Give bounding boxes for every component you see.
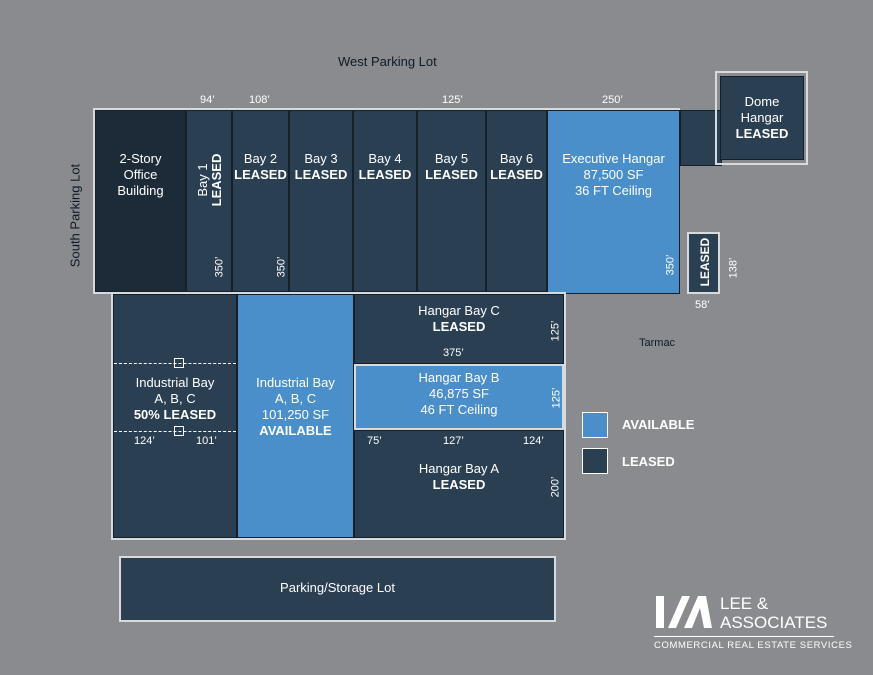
ind-left-status: 50% LEASED <box>133 407 217 422</box>
bay-2-status: LEASED <box>234 167 287 182</box>
bay-2-dim: 350’ <box>275 256 288 278</box>
bay-2[interactable]: Bay 2 LEASED 350’ <box>232 110 289 292</box>
bay-6-label: Bay 6 <box>499 151 534 166</box>
bay-5-status: LEASED <box>425 167 478 182</box>
dim-250: 250’ <box>602 94 623 106</box>
parking-storage-lot[interactable]: Parking/Storage Lot <box>119 556 556 622</box>
ind-left-l2: A, B, C <box>154 391 196 406</box>
dim-108: 108’ <box>249 94 270 106</box>
west-parking-lot-label: West Parking Lot <box>338 54 437 69</box>
dome-label1: Dome <box>744 94 780 109</box>
hangar-c-dim: 125’ <box>549 320 562 342</box>
exec-dim: 350’ <box>664 254 677 276</box>
hangar-b-label: Hangar Bay B <box>418 370 500 385</box>
column-marker <box>174 426 184 436</box>
logo-tagline: COMMERCIAL REAL ESTATE SERVICES <box>654 640 853 651</box>
bay-1-status: LEASED <box>209 153 224 207</box>
dim-125: 125’ <box>442 94 463 106</box>
bay-6-status: LEASED <box>490 167 543 182</box>
hangar-bay-a[interactable]: Hangar Bay A LEASED 200’ 75’ 127’ 124’ <box>354 430 564 538</box>
legend-leased-label: LEASED <box>622 454 675 469</box>
hangar-c-status: LEASED <box>432 319 486 334</box>
column-marker <box>174 358 184 368</box>
small-status: LEASED <box>698 237 712 287</box>
bay-5-label: Bay 5 <box>434 151 469 166</box>
hangar-bay-c[interactable]: Hangar Bay C LEASED 125’ 375’ <box>354 294 564 364</box>
dome-label2: Hangar <box>740 110 784 125</box>
dome-hangar[interactable]: Dome Hangar LEASED <box>720 76 804 160</box>
office-line3: Building <box>117 183 164 198</box>
dim-94: 94’ <box>200 94 215 106</box>
office-line2: Office <box>123 167 158 182</box>
hangar-b-dim: 125’ <box>550 387 563 409</box>
logo-name-2: ASSOCIATES <box>720 613 828 632</box>
hangar-b-size: 46,875 SF <box>429 386 489 401</box>
hangar-a-status: LEASED <box>432 477 486 492</box>
hangar-a-dim-124: 124’ <box>523 435 544 447</box>
legend-available-swatch <box>582 412 608 438</box>
small-dim-h: 138’ <box>727 257 740 279</box>
lower-outline <box>111 292 566 540</box>
bay-3[interactable]: Bay 3 LEASED <box>289 110 353 292</box>
legend-leased-swatch <box>582 448 608 474</box>
tarmac-label: Tarmac <box>639 337 676 349</box>
lee-associates-logo: LEE & ASSOCIATES COMMERCIAL REAL ESTATE … <box>654 594 852 654</box>
ind-right-l1: Industrial Bay <box>256 375 335 390</box>
ind-right-status: AVAILABLE <box>259 423 332 438</box>
south-parking-lot-label: South Parking Lot <box>67 163 83 268</box>
bay-1-dim: 350’ <box>213 256 226 278</box>
exec-label: Executive Hangar <box>562 151 665 166</box>
bay-3-status: LEASED <box>294 167 348 182</box>
ind-left-dim-101: 101’ <box>196 435 217 447</box>
small-dim-w: 58’ <box>695 299 710 311</box>
ind-left-l1: Industrial Bay <box>135 375 215 390</box>
bay-1-label: Bay 1 <box>195 163 210 197</box>
office-building[interactable]: 2-Story Office Building <box>95 110 186 292</box>
bay-2-label: Bay 2 <box>243 151 278 166</box>
exec-ceiling: 36 FT Ceiling <box>574 183 653 198</box>
bay-4-status: LEASED <box>358 167 412 182</box>
bay-4[interactable]: Bay 4 LEASED <box>353 110 417 292</box>
industrial-bay-right[interactable]: Industrial Bay A, B, C 101,250 SF AVAILA… <box>237 294 354 538</box>
dome-status: LEASED <box>735 126 789 141</box>
exec-size: 87,500 SF <box>583 167 644 182</box>
bay-5[interactable]: Bay 5 LEASED <box>417 110 486 292</box>
office-line1: 2-Story <box>119 151 162 166</box>
hangar-b-ceiling: 46 FT Ceiling <box>420 402 498 417</box>
dash-line-top <box>114 363 236 364</box>
la-mark-icon <box>656 596 712 628</box>
hangar-bay-b[interactable]: Hangar Bay B 46,875 SF 46 FT Ceiling 125… <box>354 364 564 430</box>
hangar-a-dim-127: 127’ <box>443 435 464 447</box>
bay-4-label: Bay 4 <box>368 151 402 166</box>
hangar-a-dim: 200’ <box>549 476 562 498</box>
logo-name-1: LEE & <box>720 594 769 613</box>
hangar-a-dim-75: 75’ <box>367 435 382 447</box>
hangar-c-dim-w: 375’ <box>443 347 464 359</box>
bay-1[interactable]: Bay 1 LEASED 350’ <box>186 110 232 292</box>
hangar-c-label: Hangar Bay C <box>418 303 500 318</box>
ind-right-l2: A, B, C <box>274 391 317 406</box>
dash-line-bottom <box>114 431 236 432</box>
legend-available-label: AVAILABLE <box>622 417 695 432</box>
hangar-a-label: Hangar Bay A <box>418 461 500 476</box>
bay-6[interactable]: Bay 6 LEASED <box>486 110 547 292</box>
ind-left-dim-124: 124’ <box>134 435 155 447</box>
parking-storage-label: Parking/Storage Lot <box>280 580 395 595</box>
small-leased-block[interactable]: LEASED <box>687 232 720 294</box>
bay-1-labels: Bay 1 LEASED <box>195 137 224 223</box>
dome-outline <box>715 71 808 165</box>
industrial-bay-left[interactable]: Industrial Bay A, B, C 50% LEASED 124’ 1… <box>113 294 237 538</box>
ind-right-size: 101,250 SF <box>261 407 330 422</box>
logo-divider <box>654 636 834 637</box>
bay-3-label: Bay 3 <box>304 151 338 166</box>
executive-hangar[interactable]: Executive Hangar 87,500 SF 36 FT Ceiling… <box>547 110 680 294</box>
